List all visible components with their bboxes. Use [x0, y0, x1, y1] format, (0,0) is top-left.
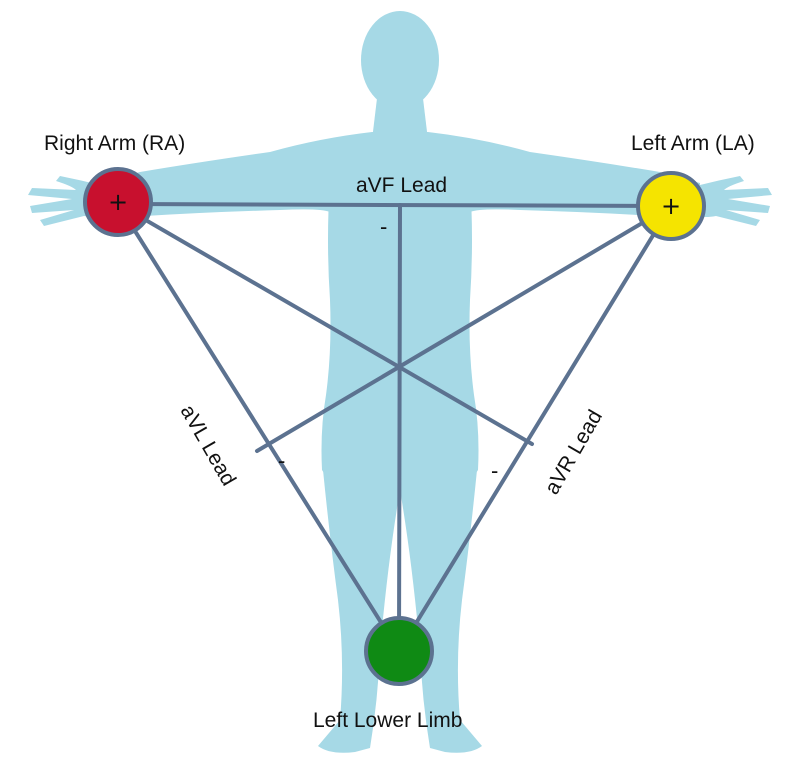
right-arm-label: Right Arm (RA) [44, 132, 185, 155]
lead-lines [116, 202, 673, 653]
left-arm-plus-symbol: + [661, 192, 681, 220]
avf-axis-line [397, 203, 402, 653]
avl-lead-label: aVL Lead [176, 401, 240, 490]
avr-axis-line [116, 202, 534, 446]
lead-line-ra-la [116, 202, 673, 208]
avr-negative-sign: - [491, 458, 498, 483]
left-leg-electrode [364, 616, 434, 686]
left-arm-electrode-circle [636, 171, 706, 241]
avl-axis-line [255, 204, 673, 453]
left-arm-electrode: + [636, 171, 706, 241]
right-arm-electrode: + [83, 167, 153, 237]
avr-lead-label: aVR Lead [540, 406, 607, 498]
left-leg-electrode-circle [364, 616, 434, 686]
lead-line-ra-ll [116, 202, 401, 653]
right-arm-electrode-circle [83, 167, 153, 237]
left-arm-label: Left Arm (LA) [631, 132, 755, 155]
avf-negative-sign: - [380, 214, 387, 239]
right-arm-plus-symbol: + [108, 188, 128, 216]
avl-negative-sign: - [278, 448, 285, 473]
left-lower-limb-label: Left Lower Limb [313, 709, 462, 732]
avf-lead-label: aVF Lead [356, 174, 447, 197]
lead-line-la-ll [397, 204, 673, 653]
